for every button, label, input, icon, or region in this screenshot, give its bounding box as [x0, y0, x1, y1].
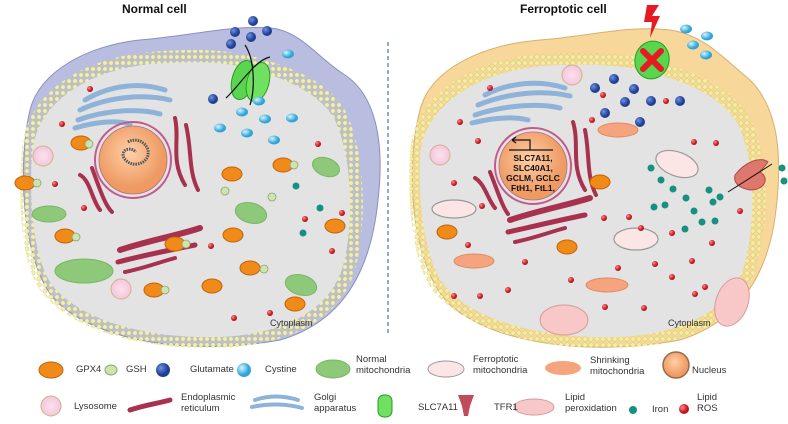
legend-lipid-ros-line1: Lipid — [697, 392, 718, 403]
tfr1-receptor — [727, 159, 773, 193]
normal-cell-title: Normal cell — [122, 2, 187, 16]
normal-mitochondria-group — [31, 156, 341, 297]
legend-lysosome-label: Lysosome — [74, 401, 117, 412]
legend-slc7a11-icon — [377, 394, 393, 418]
legend-lysosome-icon — [40, 395, 62, 417]
ferroptotic-nucleus: SLC7A11, SLC40A1, GCLM, GCLC FtH1, FtL1, — [494, 127, 572, 205]
legend-lipid-ros-label: Lipid ROS — [697, 392, 718, 414]
legend-lipid-ros-line2: ROS — [697, 403, 718, 414]
normal-slc7a11-transporter — [225, 44, 271, 106]
legend-glutamate-label: Glutamate — [190, 364, 234, 375]
normal-cytoplasm-label: Cytoplasm — [270, 318, 313, 328]
legend-cystine-icon — [237, 363, 251, 377]
normal-iron-group — [292, 182, 324, 237]
legend-gpx4-label: GPX4 — [76, 364, 102, 375]
ferroptotic-cell-title: Ferroptotic cell — [520, 2, 607, 16]
legend-normal-mito-label: Normal mitochondria — [356, 354, 410, 376]
ferroptotic-lysosome-group — [429, 64, 583, 166]
tfr1-arrow — [727, 163, 773, 193]
promoter-arrow-icon — [509, 136, 553, 151]
ferroptotic-lipid-ros-group — [451, 85, 743, 311]
legend-iron-label: Iron — [652, 404, 669, 415]
normal-gsh-group — [32, 139, 299, 295]
legend-ferroptotic-mitochondria-icon — [427, 360, 465, 378]
blocked-slc7a11-transporter — [634, 40, 670, 80]
legend-lipid-peroxidation-icon — [513, 398, 555, 416]
nucleus-gene-line-1: SLC7A11, — [513, 153, 552, 163]
legend-gpx4-icon — [38, 361, 64, 379]
legend-normal-mito-line2: mitochondria — [356, 365, 411, 376]
legend-gsh-label: GSH — [126, 364, 147, 375]
legend-slc7a11-label: SLC7A11 — [418, 402, 458, 413]
legend-nucleus-icon — [662, 351, 690, 379]
ferroptotic-mitochondria-group — [431, 149, 699, 251]
blocked-x-icon — [640, 48, 664, 72]
legend-lipid-perox-line2: peroxidation — [565, 403, 617, 414]
legend-glutamate-icon — [156, 363, 170, 377]
ferroptotic-cytoplasm-label: Cytoplasm — [668, 318, 711, 328]
legend-icons — [38, 351, 690, 418]
legend-lipid-perox-line1: Lipid — [565, 392, 586, 403]
ferroptotic-endoplasmic-reticulum — [473, 120, 598, 244]
legend-shrinking-mito-line2: mitochondria — [590, 366, 645, 377]
normal-gpx4-group — [14, 135, 346, 312]
shrinking-mitochondria-group — [453, 122, 639, 293]
lightning-bolt-icon — [644, 5, 660, 38]
legend-tfr1-label: TFR1 — [494, 402, 518, 413]
legend-golgi-line2: apparatus — [314, 403, 357, 414]
legend-golgi-icon — [250, 394, 304, 410]
normal-cytoplasm — [31, 62, 351, 338]
normal-cystine-group — [214, 49, 298, 145]
nucleus-gene-line-2: SLC40A1, — [513, 163, 553, 173]
normal-nucleus — [94, 121, 172, 199]
legend-nucleus-label: Nucleus — [692, 365, 727, 376]
ferroptotic-glutamate-group — [590, 74, 685, 127]
ferroptotic-gpx4-group — [436, 174, 611, 255]
legend-golgi-line1: Golgi — [314, 392, 337, 403]
legend-er-icon — [127, 397, 173, 413]
legend-ferroptotic-mito-line1: Ferroptotic — [473, 354, 519, 365]
legend-tfr1-icon — [458, 395, 474, 416]
legend-lipid-ros-icon — [679, 404, 689, 414]
normal-glutamate-group — [208, 16, 272, 104]
lipid-peroxidation-vesicles — [539, 277, 750, 336]
nucleus-gene-line-3: GCLM, GCLC — [506, 173, 560, 183]
ferroptotic-iron-group — [647, 164, 788, 233]
legend-er-line1: Endoplasmic — [181, 392, 236, 403]
legend-gsh-icon — [104, 364, 118, 376]
ferroptotic-cell: Cytoplasm — [409, 5, 788, 349]
legend-normal-mito-line1: Normal — [356, 354, 387, 365]
normal-cell: Cytoplasm — [14, 16, 381, 349]
legend-er-label: Endoplasmic reticulum — [181, 392, 235, 414]
legend-shrinking-mitochondria-icon — [545, 361, 581, 375]
ferroptotic-cystine-outside — [680, 24, 713, 60]
legend-lipid-peroxidation-label: Lipid peroxidation — [565, 392, 617, 414]
legend-iron-icon — [629, 406, 637, 414]
legend-shrinking-mito-label: Shrinking mitochondria — [590, 355, 644, 377]
legend-shrinking-mito-line1: Shrinking — [590, 355, 630, 366]
ferroptotic-golgi-apparatus — [469, 80, 573, 126]
legend-ferroptotic-mito-label: Ferroptotic mitochondria — [473, 354, 527, 376]
legend-golgi-label: Golgi apparatus — [314, 392, 356, 414]
normal-lipid-ros-group — [52, 86, 345, 321]
legend-ferroptotic-mito-line2: mitochondria — [473, 365, 528, 376]
legend-cystine-label: Cystine — [265, 364, 297, 375]
normal-lysosome-group — [32, 145, 132, 300]
legend-er-line2: reticulum — [181, 403, 220, 414]
legend-normal-mitochondria-icon — [315, 359, 351, 379]
nucleus-gene-line-4: FtH1, FtL1, — [511, 183, 555, 193]
